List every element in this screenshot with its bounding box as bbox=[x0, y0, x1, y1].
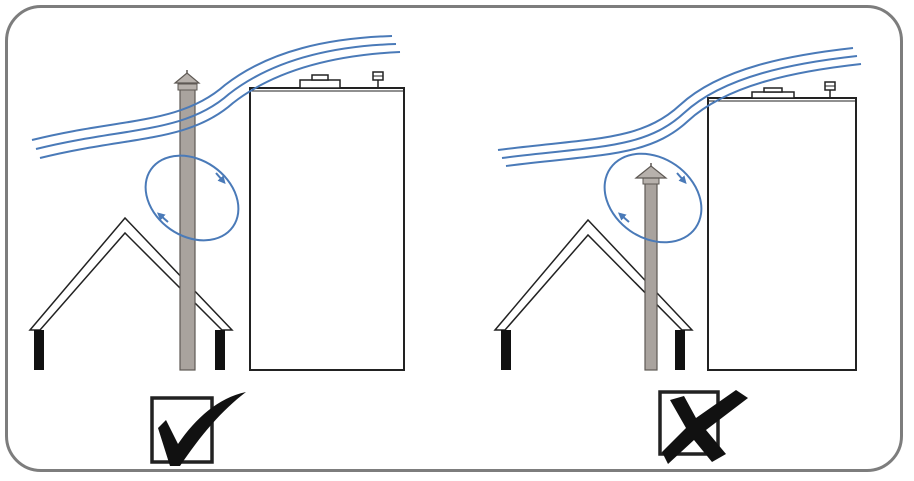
eddy-circle-right bbox=[603, 152, 703, 244]
roof-vent bbox=[299, 79, 341, 89]
house-wall-right bbox=[215, 330, 225, 370]
chimney-cap bbox=[634, 165, 668, 179]
house-roof-right bbox=[493, 218, 694, 370]
cross-icon bbox=[658, 390, 748, 464]
chimney-cap bbox=[173, 72, 201, 84]
panel-correct bbox=[28, 35, 405, 466]
house-wall-right bbox=[675, 330, 685, 370]
wind-lines bbox=[31, 35, 401, 159]
checkmark-icon bbox=[150, 392, 246, 466]
house-wall-left bbox=[34, 330, 44, 370]
roof-vent bbox=[751, 91, 795, 99]
chimney-pipe-tall bbox=[173, 70, 201, 371]
wind-lines-right bbox=[497, 47, 862, 167]
eddy-circle bbox=[144, 154, 240, 242]
chimney-pipe-short bbox=[634, 163, 668, 371]
tall-building bbox=[249, 71, 405, 371]
house-roof bbox=[28, 216, 234, 370]
tall-building-right bbox=[707, 81, 857, 371]
house-wall-left bbox=[501, 330, 511, 370]
panel-incorrect bbox=[493, 47, 862, 464]
